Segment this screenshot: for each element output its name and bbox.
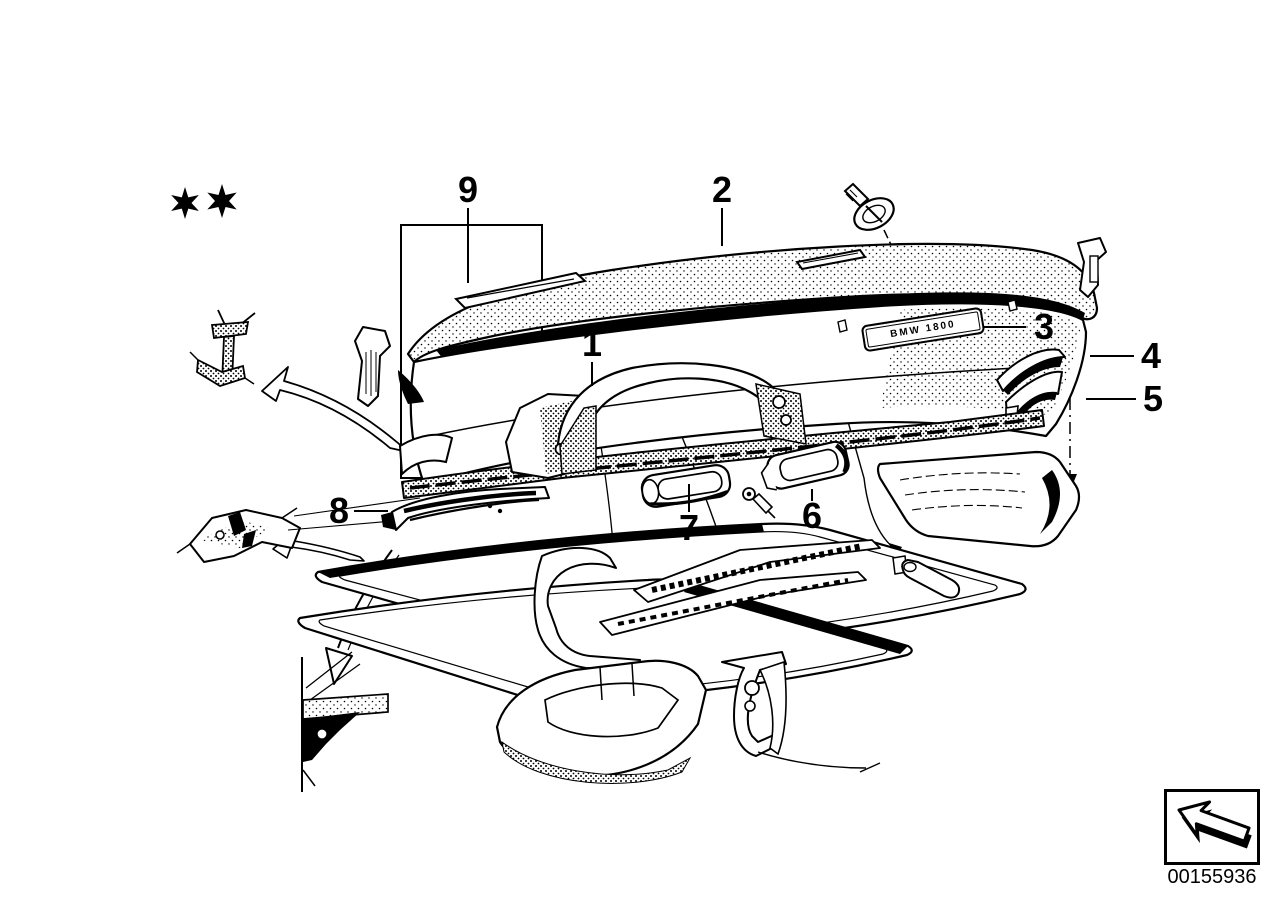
callout-3[interactable]: 3 xyxy=(1033,306,1055,347)
part-bezel-6 xyxy=(760,440,850,491)
section-detail xyxy=(301,651,389,792)
part-small-screw xyxy=(742,487,776,519)
callout-4[interactable]: 4 xyxy=(1140,335,1162,376)
part-support-bracket xyxy=(721,651,881,773)
part-trim-strip xyxy=(381,486,550,531)
callout-9[interactable]: 9 xyxy=(457,169,479,210)
image-number: 00155936 xyxy=(1167,866,1257,888)
part-endcap-upper xyxy=(996,348,1066,395)
direction-arrow-middle-icon xyxy=(272,527,365,562)
part-profile-rail xyxy=(189,309,256,387)
star-icon xyxy=(207,184,237,218)
star-icon xyxy=(171,187,199,219)
part-dash-top-pad xyxy=(406,242,1099,364)
leader-lines xyxy=(354,208,1136,512)
part-clip-left xyxy=(354,326,391,407)
defroster-vent-right xyxy=(795,248,867,271)
part-mounting-screw xyxy=(843,182,895,231)
callout-1[interactable]: 1 xyxy=(581,323,603,364)
callout-7[interactable]: 7 xyxy=(678,507,700,548)
part-duct-strips xyxy=(599,539,881,636)
part-instrument-cowl xyxy=(495,659,708,784)
arrow-up-left-3d-icon xyxy=(1177,800,1252,849)
callout-6[interactable]: 6 xyxy=(801,495,823,536)
callout-2[interactable]: 2 xyxy=(711,169,733,210)
part-bezel-7 xyxy=(640,464,732,508)
crash-pad-stripe xyxy=(436,292,1085,360)
part-channel-trim xyxy=(533,546,641,671)
part-lower-rail xyxy=(398,362,1045,499)
part-clip-right xyxy=(1077,237,1107,298)
instrument-hood xyxy=(556,362,807,475)
defroster-vent-left xyxy=(453,271,588,310)
part-mount-bracket-left xyxy=(176,497,421,563)
part-handle xyxy=(892,555,961,599)
quality-stars xyxy=(171,184,237,219)
parts-logo-box xyxy=(1164,789,1260,865)
callout-8[interactable]: 8 xyxy=(328,490,350,531)
callout-5[interactable]: 5 xyxy=(1142,378,1164,419)
part-tray-right xyxy=(876,450,1081,548)
